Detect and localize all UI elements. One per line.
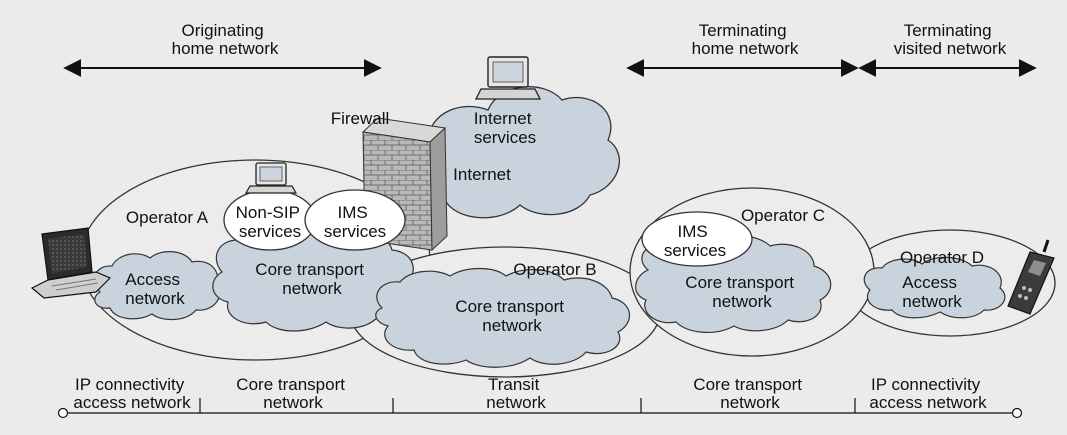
access-network-label-d: Access network: [902, 273, 962, 311]
operator-a-label: Operator A: [126, 208, 209, 227]
ims-services-node-c: [641, 211, 753, 267]
segment-label-core-terminating: Core transport network: [693, 375, 806, 412]
originating-home-label: Originating home network: [172, 21, 279, 58]
operator-c-label: Operator C: [741, 206, 825, 225]
core-transport-label-b: Core transport network: [455, 297, 568, 335]
segment-start-node: [57, 407, 69, 419]
operator-d-label: Operator D: [900, 248, 984, 267]
core-transport-label-c: Core transport network: [685, 273, 798, 311]
firewall-label: Firewall: [331, 109, 390, 128]
terminating-home-label: Terminating home network: [692, 21, 799, 58]
internet-label: Internet: [453, 165, 511, 184]
ims-services-label-a: IMS services: [324, 203, 386, 241]
server-computer-icon: [244, 162, 298, 194]
segment-label-ip-access-origin: IP connectivity access network: [73, 375, 191, 412]
ims-services-node-a: [304, 189, 406, 251]
mobile-phone-icon: [1007, 239, 1055, 315]
core-transport-cloud-b: [375, 267, 630, 368]
non-sip-services-label: Non-SIP services: [236, 203, 305, 241]
internet-computer-icon: [474, 56, 542, 100]
segment-end-node: [1011, 407, 1023, 419]
internet-cloud: [402, 86, 620, 219]
access-network-label-a: Access network: [125, 270, 185, 308]
internet-services-label: Internet services: [474, 109, 536, 147]
segment-label-core-origin: Core transport network: [236, 375, 349, 412]
operator-b-label: Operator B: [513, 260, 596, 279]
laptop-icon: [30, 227, 112, 299]
core-transport-label-a: Core transport network: [255, 260, 368, 298]
firewall-side: [429, 126, 448, 252]
access-network-cloud-d: [863, 256, 1006, 319]
segment-label-ip-access-terminating: IP connectivity access network: [869, 375, 987, 412]
terminating-visited-label: Terminating visited network: [894, 21, 1007, 58]
ims-services-label-c: IMS services: [664, 222, 726, 260]
segment-label-transit: Transit network: [486, 375, 546, 412]
